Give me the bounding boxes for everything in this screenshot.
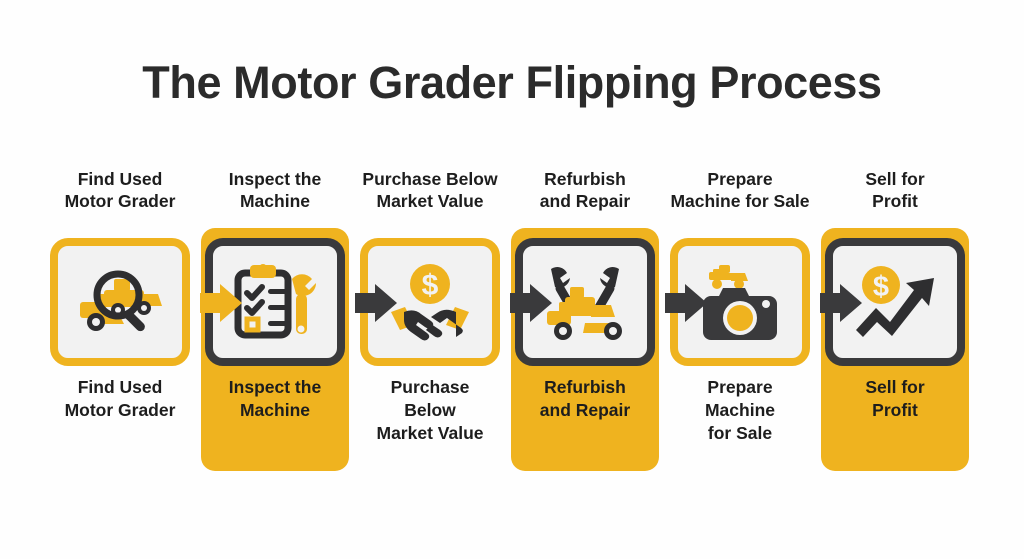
step-3-bottom-label: Purchase Below Market Value xyxy=(342,376,518,444)
step-3-bottom-label-line2: Below xyxy=(404,399,456,420)
process-steps: Find Used Motor Grader xyxy=(36,168,988,488)
step-4-top-label-line1: Refurbish xyxy=(544,169,626,189)
step-6-bottom-label-line2: Profit xyxy=(872,399,918,420)
step-1-bottom-label-line2: Motor Grader xyxy=(64,399,176,420)
step-1-bottom-label: Find Used Motor Grader xyxy=(32,376,208,422)
step-6-icon-box[interactable]: $ xyxy=(825,238,965,366)
svg-text:$: $ xyxy=(422,269,439,302)
step-4-bottom-label-line1: Refurbish xyxy=(544,377,626,397)
arrow-step4-to-step5 xyxy=(663,280,709,326)
step-5-bottom-label-line3: for Sale xyxy=(707,422,773,443)
step-2-bottom-label: Inspect the Machine xyxy=(201,376,349,422)
step-5-top-label-line2: Machine for Sale xyxy=(670,191,810,212)
arrow-step1-to-step2 xyxy=(198,280,244,326)
step-1-icon-box[interactable] xyxy=(50,238,190,366)
step-2-top-label-line2: Machine xyxy=(239,191,311,212)
step-4-bottom-label-line2: and Repair xyxy=(539,399,631,420)
step-3-bottom-label-line3: Market Value xyxy=(376,422,484,443)
step-6-top-label: Sell for Profit xyxy=(807,168,983,213)
step-1-bottom-label-line1: Find Used xyxy=(77,377,163,397)
camera-grader-photo-icon xyxy=(695,260,785,344)
crossed-wrenches-grader-icon xyxy=(539,261,631,343)
svg-text:$: $ xyxy=(873,271,889,303)
clipboard-checklist-wrench-icon xyxy=(232,261,318,343)
step-3-top-label: Purchase Below Market Value xyxy=(342,168,518,213)
process-step-4: Refurbish and Repair xyxy=(511,168,659,488)
step-5-top-label-line1: Prepare xyxy=(707,169,773,189)
step-2-top-label-line1: Inspect the xyxy=(228,169,322,189)
process-step-6: Sell for Profit $ Sell for Profit xyxy=(821,168,969,488)
process-step-2: Inspect the Machine xyxy=(201,168,349,488)
step-6-bottom-label-line1: Sell for xyxy=(865,377,925,397)
arrow-step3-to-step4 xyxy=(508,280,554,326)
step-4-bottom-label: Refurbish and Repair xyxy=(511,376,659,422)
step-1-top-label-line1: Find Used xyxy=(77,169,163,189)
handshake-dollar-coin-icon: $ xyxy=(387,262,473,342)
step-4-top-label: Refurbish and Repair xyxy=(497,168,673,213)
step-6-top-label-line2: Profit xyxy=(872,191,918,212)
step-3-top-label-line2: Market Value xyxy=(376,191,484,212)
step-5-bottom-label: Prepare Machine for Sale xyxy=(652,376,828,444)
step-3-top-label-line1: Purchase Below xyxy=(362,169,498,189)
magnifier-over-motor-grader-icon xyxy=(74,262,166,342)
step-2-bottom-label-line1: Inspect the xyxy=(228,377,322,397)
step-6-top-label-line1: Sell for xyxy=(865,169,925,189)
step-3-bottom-label-line1: Purchase xyxy=(390,377,470,397)
step-6-bottom-label: Sell for Profit xyxy=(821,376,969,422)
step-5-bottom-label-line2: Machine xyxy=(704,399,776,420)
step-4-top-label-line2: and Repair xyxy=(539,191,631,212)
dollar-coin-growth-arrow-icon: $ xyxy=(850,264,940,340)
process-step-5: Prepare Machine for Sale xyxy=(670,168,810,488)
step-2-top-label: Inspect the Machine xyxy=(187,168,363,213)
step-2-bottom-label-line2: Machine xyxy=(239,399,311,420)
step-5-top-label: Prepare Machine for Sale xyxy=(652,168,828,213)
arrow-step5-to-step6 xyxy=(818,280,864,326)
step-1-top-label-line2: Motor Grader xyxy=(64,191,176,212)
step-5-bottom-label-line1: Prepare xyxy=(707,377,773,397)
step-1-top-label: Find Used Motor Grader xyxy=(32,168,208,213)
step-4-icon-box[interactable] xyxy=(515,238,655,366)
page-title: The Motor Grader Flipping Process xyxy=(142,57,882,108)
process-step-1: Find Used Motor Grader xyxy=(50,168,190,488)
process-step-3: Purchase Below Market Value $ xyxy=(360,168,500,488)
arrow-step2-to-step3 xyxy=(353,280,399,326)
